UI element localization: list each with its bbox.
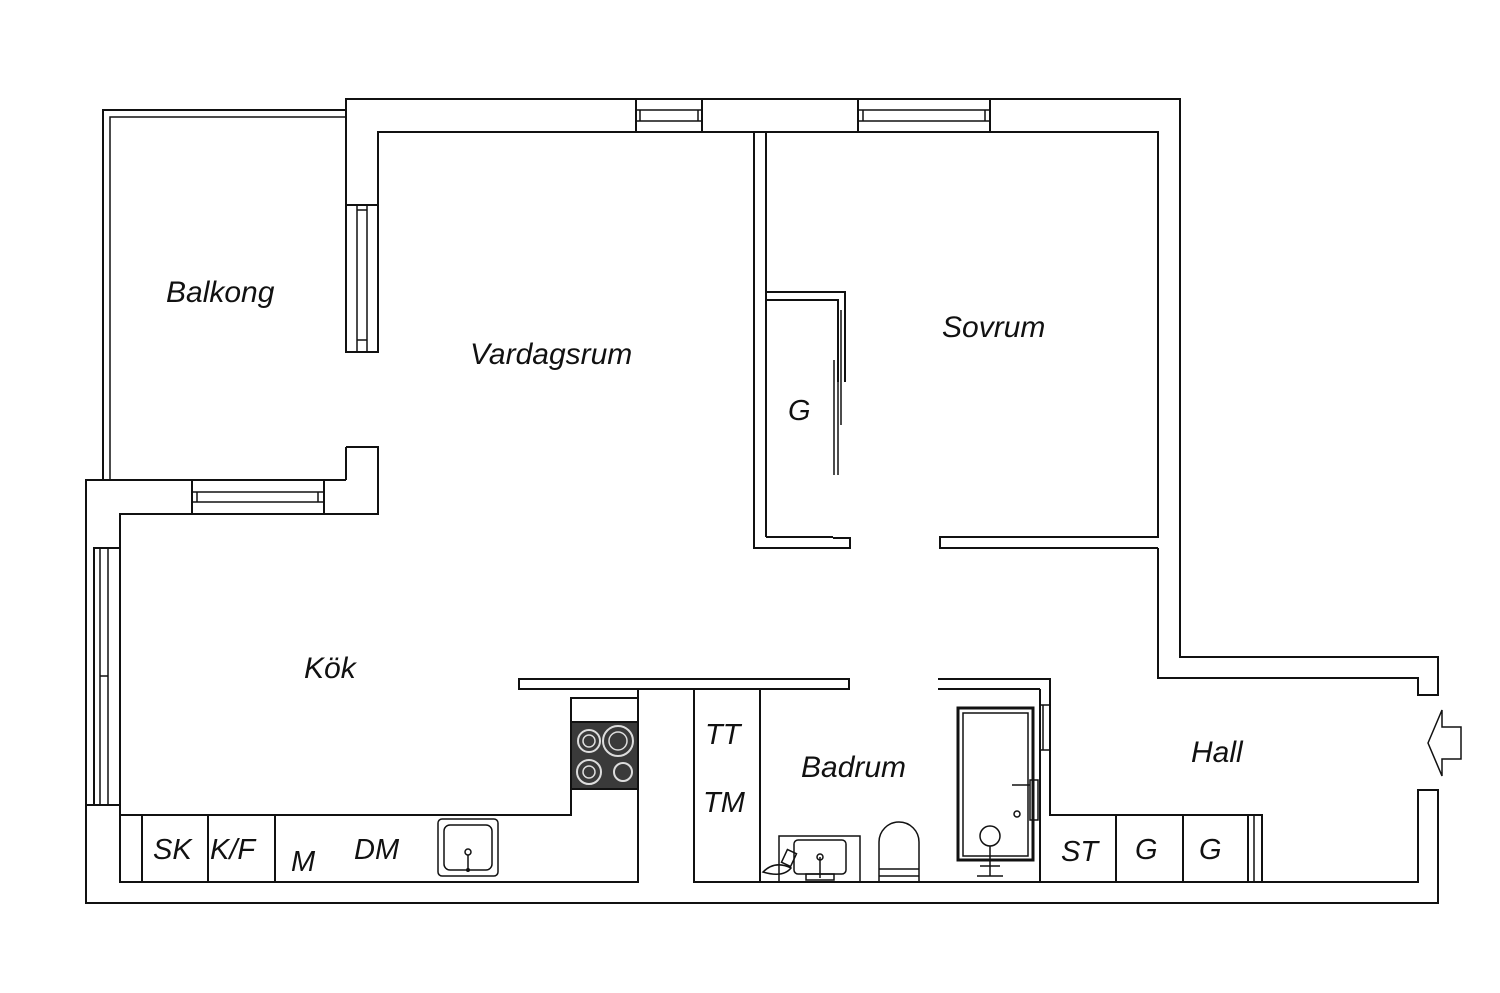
room-label-hall: Hall <box>1191 736 1244 769</box>
shower-icon <box>956 706 1039 877</box>
room-label-vardagsrum: Vardagsrum <box>470 338 632 371</box>
label-st: ST <box>1061 836 1100 868</box>
hall-wardrobes <box>1115 815 1255 882</box>
room-label-badrum: Badrum <box>801 751 906 784</box>
label-kf: K/F <box>210 834 257 866</box>
stove-icon <box>570 721 639 790</box>
bedroom-closet <box>765 132 846 538</box>
window-kitchen-left <box>93 547 121 806</box>
balcony-door-window <box>345 204 379 353</box>
window-top-2 <box>857 98 991 133</box>
toilet-icon <box>878 821 920 883</box>
label-tt: TT <box>705 719 743 751</box>
kitchen-counter <box>141 815 276 882</box>
label-tm: TM <box>703 787 746 819</box>
room-label-sovrum: Sovrum <box>942 311 1045 344</box>
entrance-arrow-icon <box>1427 709 1462 777</box>
window-kitchen-top <box>191 479 325 515</box>
label-m: M <box>291 846 316 878</box>
outer-walls <box>85 98 1439 904</box>
bath-sink-icon <box>761 835 861 883</box>
label-g-1: G <box>1135 834 1158 866</box>
window-top-1 <box>635 98 703 133</box>
label-sk: SK <box>153 834 193 866</box>
room-label-balkong: Balkong <box>166 276 275 309</box>
balcony <box>102 109 346 480</box>
kitchen-sink-icon <box>437 818 499 877</box>
label-dm: DM <box>354 834 400 866</box>
label-g-2: G <box>1199 834 1222 866</box>
closet-label: G <box>788 395 811 427</box>
inner-walls <box>120 678 1263 883</box>
room-label-kok: Kök <box>304 652 358 685</box>
